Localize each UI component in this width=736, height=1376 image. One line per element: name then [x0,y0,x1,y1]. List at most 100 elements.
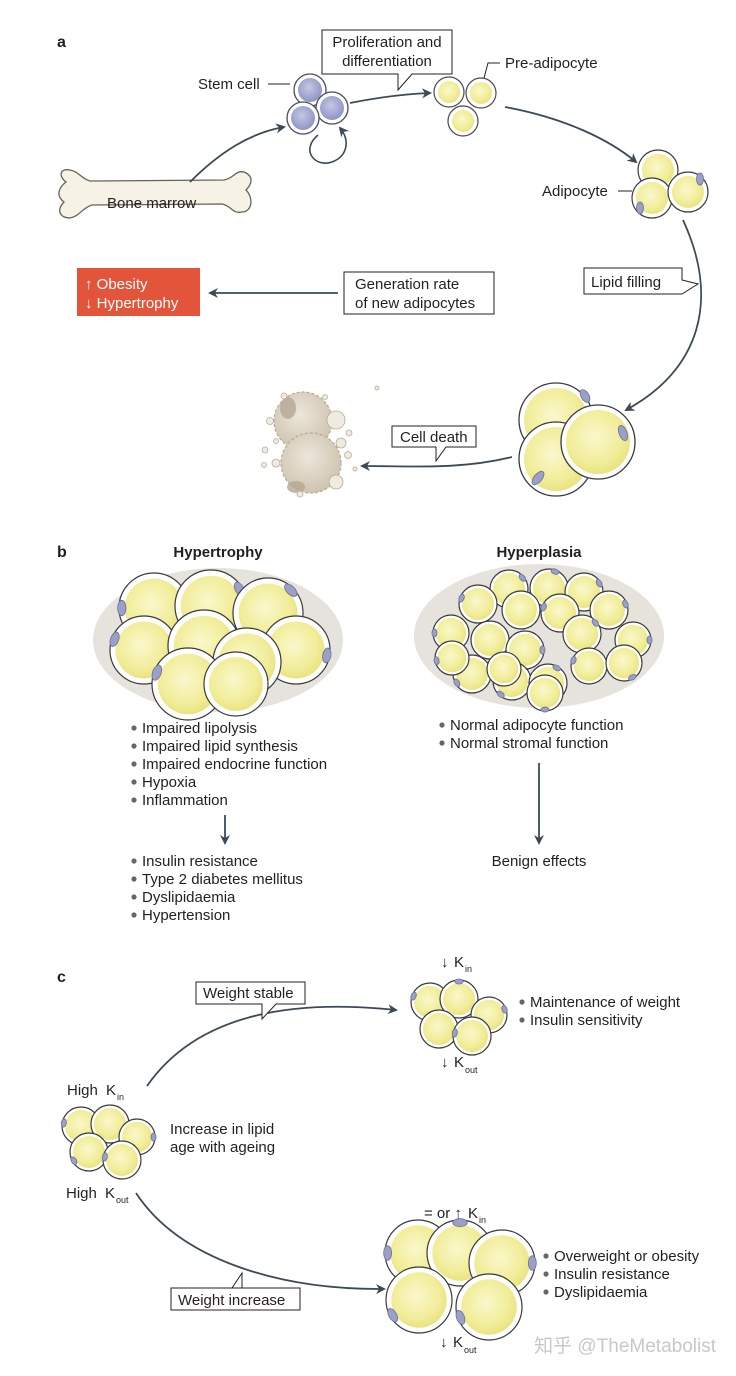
nucleus [595,579,603,588]
hyperplasia-bullet-list: Normal adipocyte function Normal stromal… [439,717,623,752]
list-item: Inflammation [142,792,228,809]
lipid-droplet [267,621,325,679]
list-item: Insulin resistance [554,1266,670,1283]
lipid-droplet [608,647,640,679]
nucleus [284,583,298,597]
svg-text:Cell death: Cell death [400,429,468,446]
nucleus [628,673,637,681]
lipid-droplet [157,653,219,715]
lipid-droplet [505,594,537,626]
arrow-cell-death [360,456,513,472]
hypertrophy-bullet-list: Impaired lipolysis Impaired lipid synthe… [131,720,327,809]
hypertrophy-cell-cluster [109,569,332,721]
nucleus [454,978,464,985]
arrow-weight-increase [135,1192,386,1295]
lipid-droplet [529,677,561,709]
nucleus [527,1255,537,1271]
hypertrophy-title: Hypertrophy [173,544,263,561]
lipid-droplet [573,650,605,682]
nucleus [540,706,550,713]
stable-bullet-list: Maintenance of weight Insulin sensitivit… [519,994,681,1029]
lipid-droplet [73,1136,105,1168]
dying-cells [261,385,380,498]
arrow-stem-to-pre [349,88,432,104]
nucleus [101,1152,108,1162]
list-item: Impaired lipid synthesis [142,738,298,755]
nucleus [60,1118,67,1128]
k-out-top-subscript: out [465,1065,478,1075]
lipid-droplet [209,657,263,711]
high-kout-symbol: K [105,1185,115,1202]
nucleus [322,647,332,664]
k-in-top-arrow: ↓ [441,954,449,971]
panel-label-c: c [57,969,66,986]
svg-text:Lipid filling: Lipid filling [591,274,661,291]
nucleus [410,991,417,1001]
high-kout-subscript: out [116,1195,129,1205]
stem-cell-cluster [286,73,349,164]
bone-marrow-label: Bone marrow [107,195,196,212]
nucleus [570,656,577,665]
nucleus [431,628,438,638]
increase-lipid-line2: age with ageing [170,1139,275,1156]
list-item: Overweight or obesity [554,1248,700,1265]
lipid-filling-callout: Lipid filling [583,267,700,295]
obesity-up-label: ↑ Obesity [85,276,148,293]
high-kin-prefix: High [67,1082,98,1099]
list-item: Normal adipocyte function [450,717,623,734]
nucleus [433,656,440,666]
proliferation-callout: Proliferation and differentiation [321,29,453,92]
arrow-lipid-filling [624,219,702,411]
list-item: Insulin sensitivity [530,1012,643,1029]
nucleus [552,664,561,672]
svg-text:Weight stable: Weight stable [203,985,294,1002]
large-adipocyte-cluster [518,382,636,497]
lipid-droplet [94,1108,126,1140]
stable-cell-cluster [410,978,508,1056]
list-item: Dyslipidaemia [142,889,236,906]
lipid-droplet [461,1279,517,1335]
high-kin-symbol: K [106,1082,116,1099]
nucleus [496,690,505,699]
arrow-bone-to-stem [189,123,286,183]
svg-text:Weight increase: Weight increase [178,1292,285,1309]
lipid-droplet [391,1272,447,1328]
nucleus [151,664,163,681]
watermark: 知乎 @TheMetabolist [534,1335,717,1357]
hypertrophy-outcome-list: Insulin resistance Type 2 diabetes melli… [131,853,303,924]
nucleus [539,645,546,655]
nucleus [622,599,629,609]
hyperplasia-title: Hyperplasia [496,544,582,561]
panel-label-b: b [57,544,67,561]
lipid-droplet [566,618,598,650]
nucleus [501,1005,508,1014]
nucleus [387,1308,399,1323]
initial-cell-cluster [60,1104,157,1180]
nucleus [591,618,600,627]
high-kin-subscript: in [117,1092,124,1102]
benign-effects-label: Benign effects [492,853,587,870]
nucleus [117,599,127,617]
lipid-droplet [435,617,467,649]
nucleus [150,1132,157,1142]
lipid-droplet [462,588,494,620]
generation-rate-box [343,271,495,315]
obesity-box [77,268,200,316]
nucleus [550,568,560,575]
weight-stable-callout: Weight stable [195,981,306,1021]
lipid-droplet [456,1020,488,1052]
arrow-weight-stable [146,1004,398,1087]
adipocyte-label: Adipocyte [542,183,608,200]
k-in-bottom-subscript: in [479,1215,486,1225]
cell-death-callout: Cell death [391,425,477,463]
list-item: Normal stromal function [450,735,608,752]
generation-rate-line2: of new adipocytes [355,295,475,312]
weight-increase-callout: Weight increase [170,1271,301,1311]
stem-cell-label: Stem cell [198,76,260,93]
list-item: Hypertension [142,907,230,924]
nucleus [109,631,120,647]
list-item: Impaired lipolysis [142,720,257,737]
k-out-top-symbol: K [454,1054,464,1071]
nucleus [70,1156,78,1165]
increase-bullet-list: Overweight or obesity Insulin resistance… [543,1248,700,1301]
